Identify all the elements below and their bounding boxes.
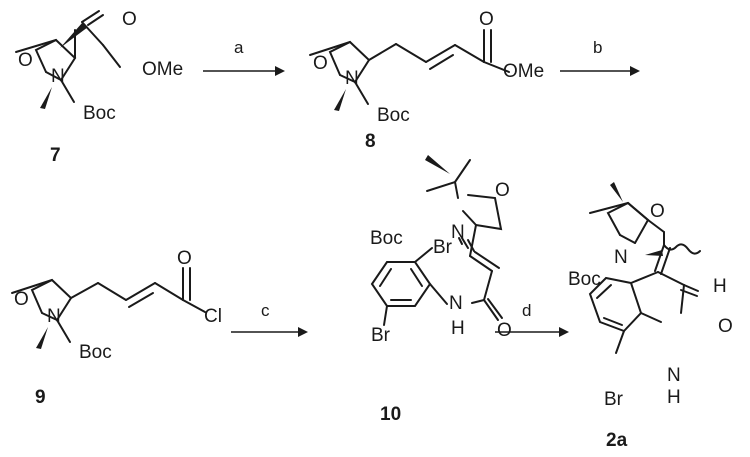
compound-9-bonds	[11, 267, 206, 349]
c9-boc-label: Boc	[79, 342, 112, 363]
c2a-boc-label: Boc	[568, 269, 601, 290]
c10-amide-hydrogen: H	[451, 318, 465, 339]
compound-8	[309, 29, 510, 111]
c8-carbonyl-oxygen: O	[479, 9, 494, 30]
c10-boc-label: Boc	[370, 228, 403, 249]
compound-7-bonds	[15, 10, 121, 109]
c8-ester-label: OMe	[503, 61, 544, 82]
c7-ring-nitrogen: N	[51, 66, 65, 87]
compound-8-bonds	[309, 29, 510, 111]
c10-carbonyl-oxygen: O	[497, 320, 512, 341]
compound-7	[15, 10, 121, 109]
step-b-label: b	[593, 38, 602, 57]
c10-bromine-top: Br	[433, 237, 453, 258]
c2a-ring-nitrogen: N	[614, 247, 628, 268]
c7-ester-label: OMe	[142, 59, 183, 80]
c2a-lactam-nitrogen: N	[667, 365, 681, 386]
arrow-step-b	[560, 66, 640, 76]
compound-7-label: 7	[50, 145, 61, 166]
c8-boc-label: Boc	[377, 105, 410, 126]
c7-ring-oxygen: O	[18, 50, 33, 71]
step-d-label: d	[522, 301, 531, 320]
compound-10-label: 10	[380, 404, 401, 425]
c10-bromine-bottom: Br	[371, 325, 391, 346]
arrow-step-c	[231, 327, 308, 337]
compound-2a	[588, 182, 701, 354]
c8-ring-oxygen: O	[313, 53, 328, 74]
c2a-lactam-hydrogen: H	[667, 387, 681, 408]
c10-ring-oxygen: O	[495, 180, 510, 201]
c9-ring-oxygen: O	[14, 289, 29, 310]
compound-8-label: 8	[365, 131, 376, 152]
c2a-ring-oxygen: O	[650, 201, 665, 222]
c9-chlorine: Cl	[204, 306, 222, 327]
compound-9	[11, 267, 206, 349]
c9-carbonyl-oxygen: O	[177, 248, 192, 269]
c2a-bromine: Br	[604, 389, 624, 410]
compound-10-bonds	[370, 155, 503, 326]
step-a-label: a	[234, 38, 244, 57]
c8-ring-nitrogen: N	[345, 68, 359, 89]
compound-9-label: 9	[35, 387, 46, 408]
arrow-step-a	[203, 66, 285, 76]
compound-10	[370, 155, 503, 326]
arrow-step-d	[495, 327, 569, 337]
compound-2a-label: 2a	[606, 430, 628, 451]
c10-amide-nitrogen: N	[449, 293, 463, 314]
c7-carbonyl-oxygen: O	[122, 9, 137, 30]
c2a-carbonyl-oxygen: O	[718, 316, 733, 337]
c7-boc-label: Boc	[83, 103, 116, 124]
c10-ring-nitrogen: N	[451, 222, 465, 243]
compound-2a-bonds	[588, 182, 701, 354]
step-c-label: c	[261, 301, 270, 320]
c2a-vinyl-hydrogen: H	[713, 276, 727, 297]
c9-ring-nitrogen: N	[47, 306, 61, 327]
